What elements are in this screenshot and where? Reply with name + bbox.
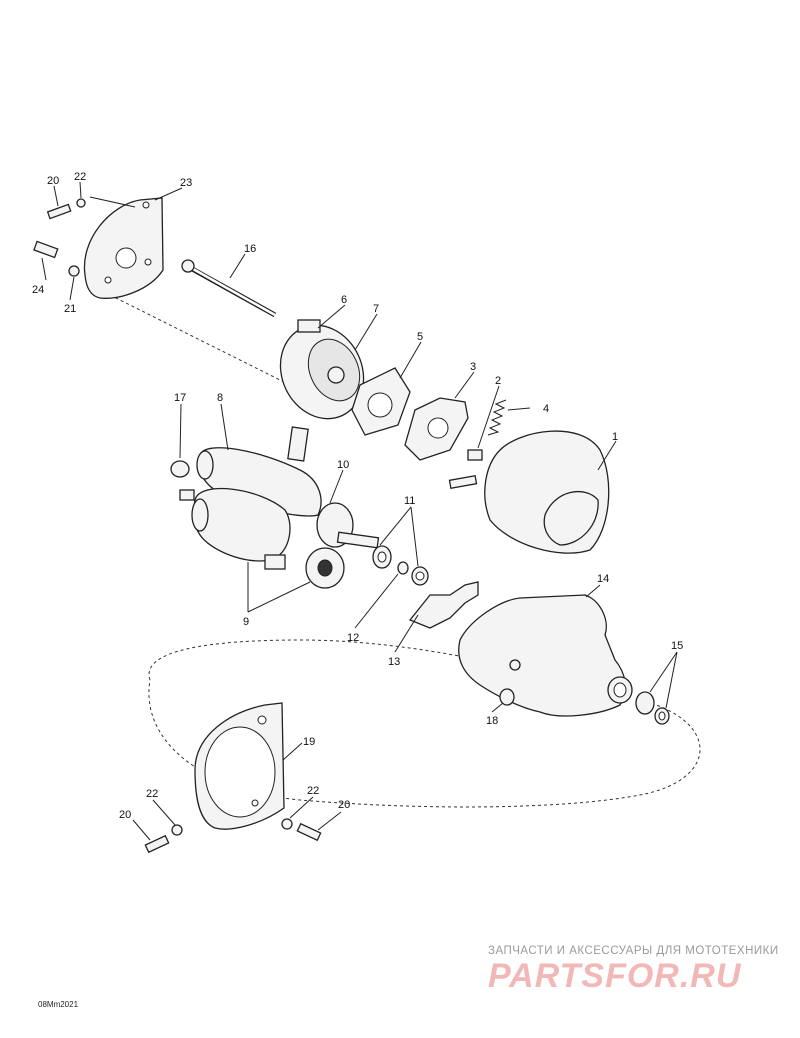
washer-top <box>76 198 86 208</box>
callout-20-bottom-left: 20 <box>119 809 131 821</box>
callout-5: 5 <box>417 331 423 343</box>
brush <box>467 449 483 461</box>
washer-bottom-right <box>281 818 293 830</box>
bracket-hole <box>115 247 137 269</box>
bushing-15a <box>635 691 655 715</box>
callout-17: 17 <box>174 392 186 404</box>
callout-2: 2 <box>495 375 501 387</box>
assembly-dashed-loop <box>148 639 701 808</box>
watermark-tagline: ЗАПЧАСТИ И АКСЕССУАРЫ ДЛЯ МОТОТЕХНИКИ <box>488 945 779 957</box>
callout-22-bottom-right: 22 <box>307 785 319 797</box>
callout-22-bottom-left: 22 <box>146 788 158 800</box>
washer-11b <box>397 561 409 575</box>
callout-9: 9 <box>243 616 249 628</box>
callout-1: 1 <box>612 431 618 443</box>
callout-15: 15 <box>671 640 683 652</box>
watermark-logo: PARTSFOR.RU <box>488 957 742 995</box>
callout-24: 24 <box>32 284 44 296</box>
callout-20-top: 20 <box>47 175 59 187</box>
callout-8: 8 <box>217 392 223 404</box>
callout-12: 12 <box>347 632 359 644</box>
callout-4: 4 <box>543 403 549 415</box>
drive-pin <box>287 426 309 462</box>
callout-19: 19 <box>303 736 315 748</box>
drawing-code: 08Mm2021 <box>38 1000 79 1009</box>
callout-10: 10 <box>337 459 349 471</box>
callout-13: 13 <box>388 656 400 668</box>
bolt-24 <box>33 240 59 259</box>
brush-screw <box>448 475 478 489</box>
bushing-18 <box>499 688 515 706</box>
screw-bottom-left <box>144 834 170 854</box>
drive-end-housing <box>458 594 627 717</box>
callout-18: 18 <box>486 715 498 727</box>
leader-lines <box>41 181 678 841</box>
callout-20-bottom-right: 20 <box>338 799 350 811</box>
screw-top <box>46 203 72 220</box>
callout-22-top: 22 <box>74 171 86 183</box>
callout-21: 21 <box>64 303 76 315</box>
callout-11: 11 <box>404 495 415 507</box>
washer-21 <box>68 265 80 277</box>
callout-14: 14 <box>597 573 609 585</box>
callout-16: 16 <box>244 243 256 255</box>
callout-23: 23 <box>180 177 192 189</box>
callout-3: 3 <box>470 361 476 373</box>
shift-lever <box>408 581 479 629</box>
callout-7: 7 <box>373 303 379 315</box>
armature <box>198 447 322 517</box>
spring <box>487 399 507 436</box>
callout-6: 6 <box>341 294 347 306</box>
nut-17 <box>170 460 190 478</box>
washer-bottom-left <box>171 824 183 836</box>
screw-bottom-right <box>296 822 322 842</box>
motor-housing <box>484 430 610 554</box>
